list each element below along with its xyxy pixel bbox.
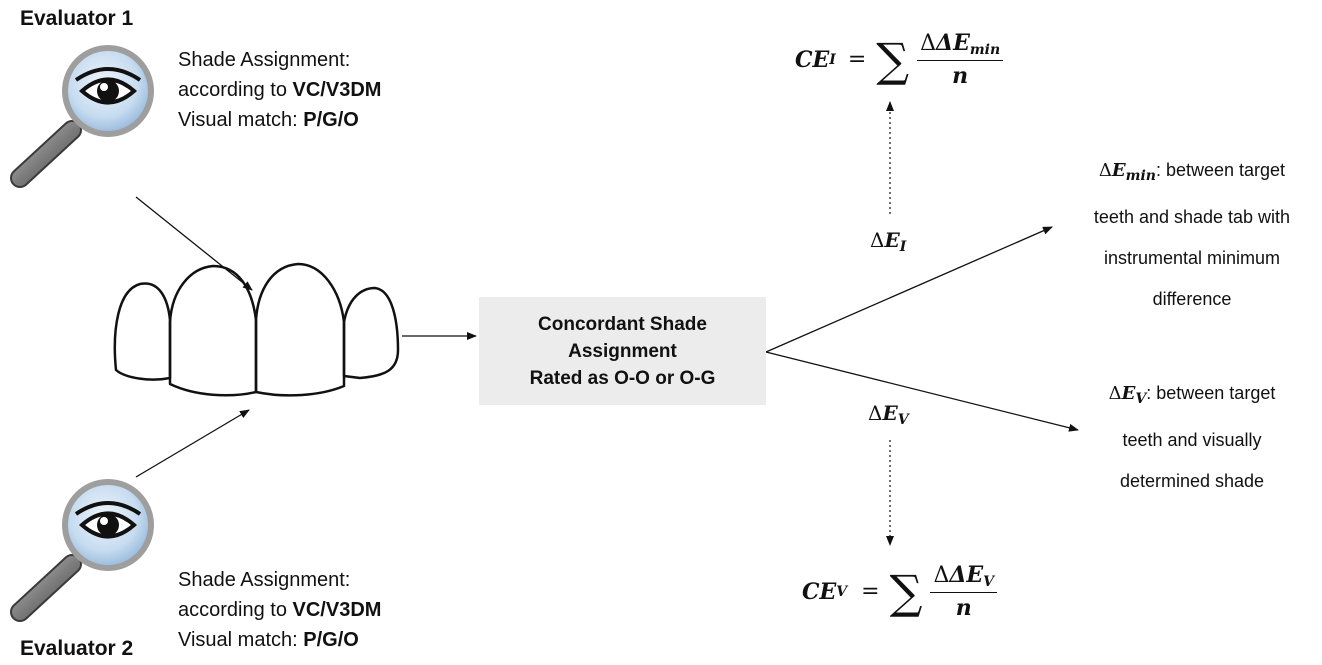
delta-e-v-label: ΔEV bbox=[868, 401, 909, 428]
desc-min-line-4: difference bbox=[1152, 289, 1232, 309]
box-line-1: Concordant Shade bbox=[538, 313, 707, 335]
arrow-evaluator1-to-teeth bbox=[135, 196, 253, 291]
shade-assignment-label: Shade Assignment: bbox=[178, 569, 351, 591]
arrow-box-to-desc-v bbox=[765, 351, 1079, 432]
teeth-outline-icon bbox=[113, 262, 400, 397]
concordant-shade-box: Concordant Shade Assignment Rated as O-O… bbox=[479, 297, 766, 405]
magnifier-eye-icon bbox=[10, 45, 154, 188]
visual-match-line: Visual match: P/G/O bbox=[178, 109, 359, 131]
desc-min-line-2: teeth and shade tab with bbox=[1093, 207, 1291, 227]
desc-v-line-3: determined shade bbox=[1119, 471, 1265, 491]
delta-e-i-label: ΔEI bbox=[870, 228, 907, 255]
delta-e-v-description: ΔEV: between target teeth and visually d… bbox=[1062, 373, 1322, 502]
shade-assignment-label: Shade Assignment: bbox=[178, 49, 351, 71]
evaluator-2-description: Shade Assignment: according to VC/V3DM V… bbox=[178, 565, 381, 655]
visual-match-line: Visual match: P/G/O bbox=[178, 629, 359, 651]
evaluator-1-description: Shade Assignment: according to VC/V3DM V… bbox=[178, 45, 381, 135]
desc-v-line-2: teeth and visually bbox=[1122, 430, 1262, 450]
evaluator-2-title: Evaluator 2 bbox=[20, 637, 134, 660]
magnifier-eye-icon bbox=[10, 479, 154, 622]
shade-method-line: according to VC/V3DM bbox=[178, 599, 382, 621]
evaluator-1-title: Evaluator 1 bbox=[20, 7, 134, 30]
delta-e-min-description: ΔEmin: between target teeth and shade ta… bbox=[1062, 150, 1322, 320]
box-line-3: Rated as O-O or O-G bbox=[529, 367, 716, 389]
shade-method-line: according to VC/V3DM bbox=[178, 79, 382, 101]
desc-min-line-3: instrumental minimum bbox=[1103, 248, 1281, 268]
desc-v-line-1: ΔEV: between target bbox=[1108, 383, 1276, 407]
arrow-box-to-desc-min bbox=[765, 226, 1053, 353]
box-line-2: Assignment bbox=[568, 340, 677, 362]
desc-min-line-1: ΔEmin: between target bbox=[1098, 160, 1286, 184]
arrow-evaluator2-to-teeth bbox=[135, 409, 250, 478]
